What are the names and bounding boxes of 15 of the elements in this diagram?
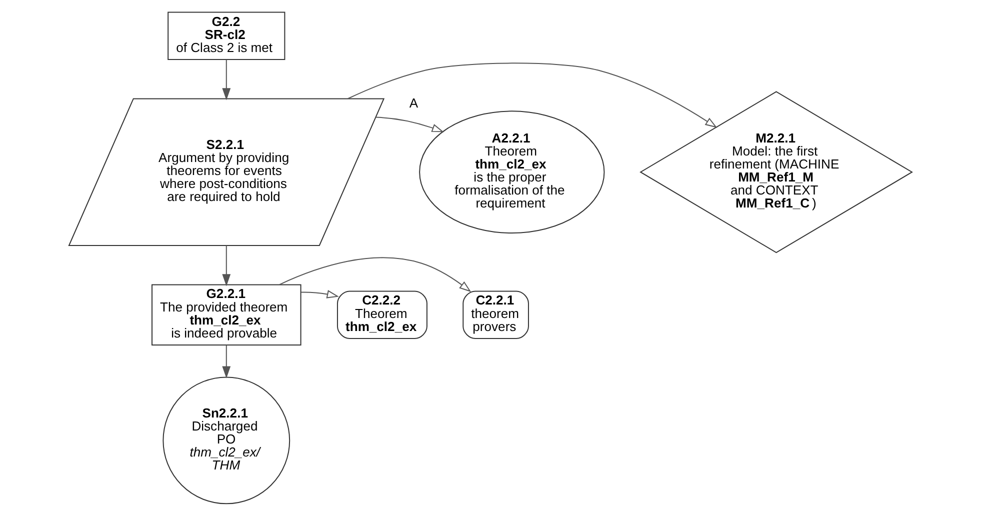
node-box: C2.2.2 Theorem thm_cl2_ex [336, 290, 428, 339]
arrow [376, 116, 444, 132]
node-label: A [409, 95, 418, 110]
arrow [222, 345, 231, 378]
node-box: G2.2.1 The provided theorem thm_cl2_ex is indeed provable [152, 284, 302, 346]
node-box: G2.2 SR-cl2 of Class 2 is met [168, 12, 286, 60]
node-circle: Sn2.2.1 Discharged PO thm_cl2_ex/ THM [162, 376, 290, 504]
arrow [348, 62, 718, 128]
arrow [279, 257, 472, 292]
node-diamond: M2.2.1 Model: the first refinement (MACHINE MM_Ref1_M and CONTEXT MM_Ref1_C) [640, 91, 913, 254]
node-box: C2.2.1 theorem provers [462, 290, 529, 339]
arrow [222, 246, 231, 286]
arrow [300, 290, 339, 298]
arrow [222, 60, 231, 100]
node-ellipse: A2.2.1 Theorem thm_cl2_ex is the proper formalisation of the requirement [419, 110, 605, 234]
